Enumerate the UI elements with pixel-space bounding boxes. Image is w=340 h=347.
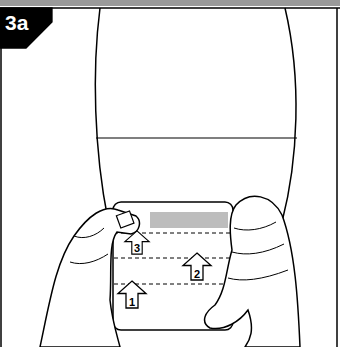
badge-fill	[0, 8, 52, 48]
finger-line	[228, 270, 288, 280]
callout-number: 3	[124, 242, 150, 254]
peel-flap	[116, 211, 134, 228]
label-strip	[150, 212, 228, 228]
bottle-seam	[96, 137, 297, 138]
finger-line	[74, 228, 104, 238]
step-badge: 3a	[0, 8, 52, 48]
callout-arrow: 2	[182, 252, 212, 281]
callout-arrow: 3	[124, 230, 150, 255]
bottle-outline	[282, 8, 296, 222]
bottle-outline	[95, 8, 108, 220]
right-hand	[205, 196, 300, 347]
finger-line	[70, 254, 108, 264]
step-number: 3a	[5, 11, 28, 35]
frame-line	[0, 8, 2, 347]
arrow-outline	[125, 231, 149, 254]
left-hand	[40, 208, 139, 347]
top-band	[0, 0, 340, 6]
finger-line	[232, 244, 284, 254]
frame-line	[336, 8, 338, 347]
finger-line	[234, 222, 276, 230]
arrow-outline	[183, 253, 211, 280]
callout-number: 2	[182, 268, 212, 280]
perforation	[114, 258, 232, 259]
callout-arrow: 1	[117, 280, 147, 309]
callout-number: 1	[117, 296, 147, 308]
arrow-outline	[118, 281, 146, 308]
